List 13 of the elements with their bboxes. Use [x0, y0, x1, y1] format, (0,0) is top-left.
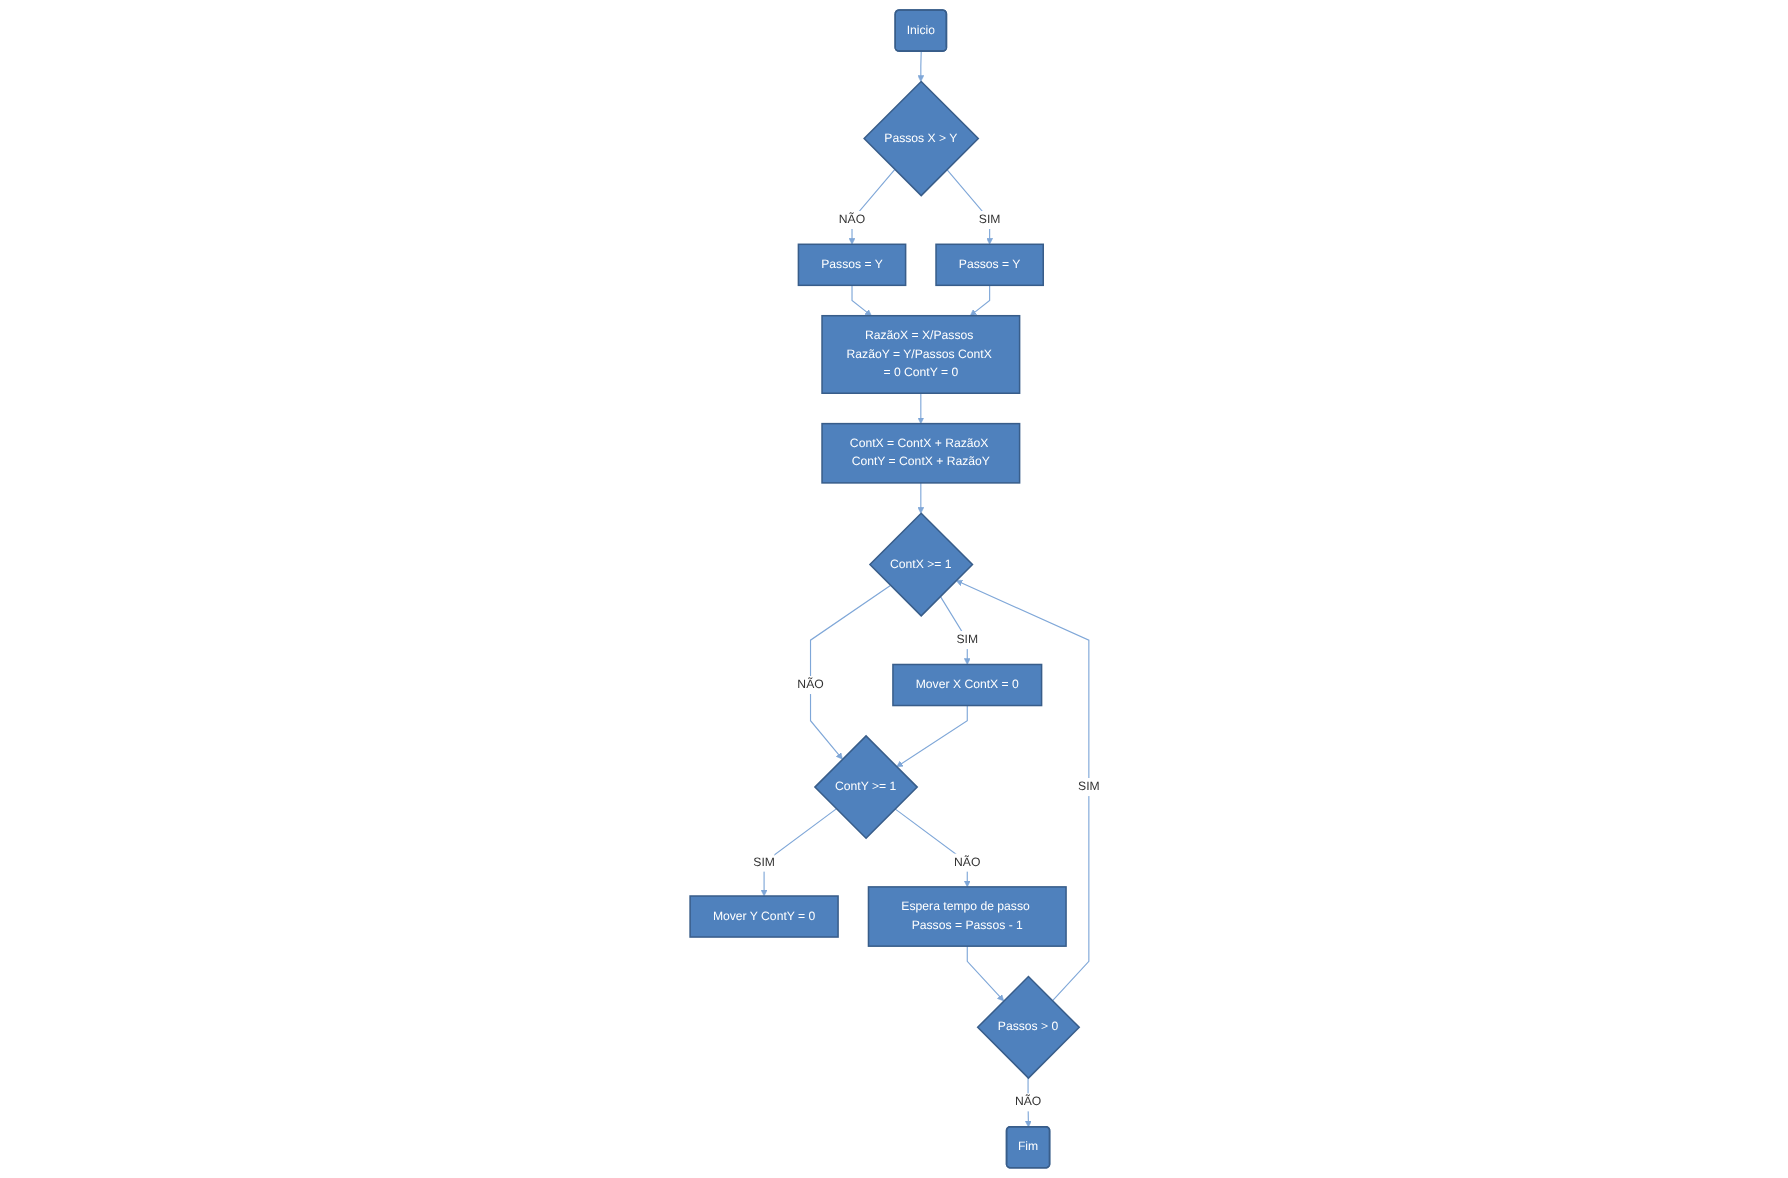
arrow [759, 808, 836, 897]
arrow [965, 945, 1004, 1002]
arrow [847, 169, 895, 245]
arrow [969, 284, 990, 317]
arrow [945, 169, 993, 245]
arrow [809, 584, 891, 760]
arrow [895, 705, 967, 768]
arrow [916, 482, 924, 514]
arrow [916, 392, 924, 424]
arrow [916, 51, 924, 82]
arrow [955, 579, 1089, 1002]
arrow [893, 808, 970, 888]
arrow [850, 284, 871, 317]
